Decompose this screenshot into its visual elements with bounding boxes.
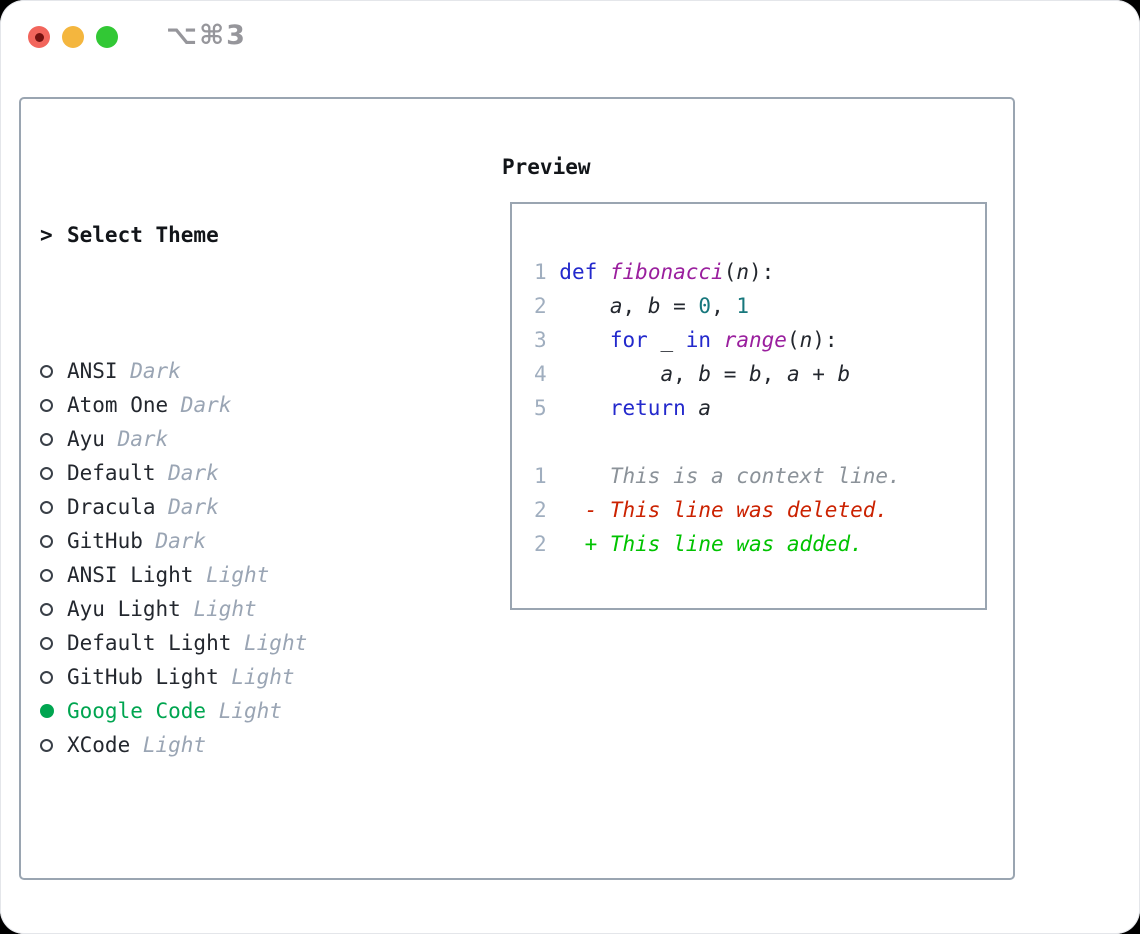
theme-variant: Light — [130, 733, 207, 757]
theme-name: GitHub — [67, 529, 143, 553]
code-line — [534, 425, 901, 459]
radio-icon — [40, 534, 67, 548]
theme-name: Google Code — [67, 699, 207, 723]
theme-name: Ayu — [67, 427, 105, 451]
line-number: 1 — [534, 260, 560, 284]
theme-item[interactable]: Google Code Light — [40, 694, 394, 728]
line-number: 3 — [534, 328, 560, 352]
theme-item[interactable]: XCode Light — [40, 728, 394, 762]
theme-variant: Dark — [155, 495, 219, 519]
theme-variant: Light — [193, 563, 270, 587]
theme-variant: Dark — [104, 427, 169, 451]
line-number: 2 — [534, 498, 560, 522]
theme-variant: Dark — [155, 461, 219, 485]
line-number: 2 — [534, 532, 560, 556]
theme-name: ANSI — [67, 359, 118, 383]
radio-icon — [40, 500, 67, 514]
theme-name: Ayu Light — [67, 597, 181, 621]
theme-variant: Dark — [168, 393, 232, 417]
radio-icon — [40, 398, 67, 412]
theme-item[interactable]: GitHub Dark — [40, 524, 394, 558]
theme-name: XCode — [67, 733, 131, 757]
theme-item[interactable]: Ayu Light Light — [40, 592, 394, 626]
theme-item[interactable]: Default Dark — [40, 456, 394, 490]
theme-item[interactable]: ANSI Light Light — [40, 558, 394, 592]
radio-icon — [40, 636, 67, 650]
preview-pane: 1 def fibonacci(n): 2 a, b = 0, 1 3 for _ … — [510, 202, 987, 610]
select-theme-title: Select Theme — [67, 223, 219, 247]
preview-code: 1 def fibonacci(n): 2 a, b = 0, 1 3 for _ … — [534, 255, 901, 561]
theme-item[interactable]: ANSI Dark — [40, 354, 394, 388]
code-line: 2 - This line was deleted. — [534, 498, 889, 522]
radio-icon — [40, 364, 67, 378]
theme-item[interactable]: Atom One Dark — [40, 388, 394, 422]
spacer — [40, 864, 394, 898]
theme-item[interactable]: Ayu Dark — [40, 422, 394, 456]
selected-radio-icon — [40, 704, 67, 718]
window-controls — [28, 26, 118, 48]
close-button[interactable] — [28, 26, 50, 48]
theme-name: Default — [67, 461, 156, 485]
line-number: 4 — [534, 362, 560, 386]
code-line: 1 This is a context line. — [534, 464, 901, 488]
radio-icon — [40, 466, 67, 480]
radio-icon — [40, 432, 67, 446]
code-line: 4 a, b = b, a + b — [534, 362, 851, 386]
line-number: 1 — [534, 464, 560, 488]
preview-column: Preview 1 def fibonacci(n): 2 a, b = 0, 1… — [502, 150, 987, 610]
theme-name: ANSI Light — [67, 563, 194, 587]
theme-name: Atom One — [67, 393, 169, 417]
close-dot-icon — [34, 32, 44, 42]
theme-variant: Light — [180, 597, 257, 621]
line-number: 2 — [534, 294, 560, 318]
theme-name: Dracula — [67, 495, 156, 519]
theme-variant: Light — [218, 665, 295, 689]
code-line: 5 return a — [534, 396, 712, 420]
theme-name: GitHub Light — [67, 665, 219, 689]
theme-item[interactable]: GitHub Light Light — [40, 660, 394, 694]
preview-title: Preview — [502, 155, 591, 179]
select-theme-header: > Select Theme — [40, 218, 394, 252]
window-title: ⌥⌘3 — [166, 20, 247, 51]
theme-variant: Dark — [142, 529, 207, 553]
radio-icon — [40, 568, 67, 582]
radio-icon — [40, 670, 67, 684]
code-line: 1 def fibonacci(n): — [534, 260, 775, 284]
minimize-button[interactable] — [62, 26, 84, 48]
line-number: 5 — [534, 396, 560, 420]
theme-item[interactable]: Dracula Dark — [40, 490, 394, 524]
theme-name: Default Light — [67, 631, 232, 655]
theme-item[interactable]: Default Light Light — [40, 626, 394, 660]
radio-icon — [40, 738, 67, 752]
code-line: 3 for _ in range(n): — [534, 328, 838, 352]
code-line: 2 + This line was added. — [534, 532, 863, 556]
theme-variant: Light — [231, 631, 308, 655]
prompt-caret-icon: > — [40, 223, 53, 247]
code-line: 2 a, b = 0, 1 — [534, 294, 750, 318]
radio-icon — [40, 602, 67, 616]
theme-variant: Light — [206, 699, 282, 723]
line-number — [534, 430, 547, 454]
theme-variant: Dark — [117, 359, 181, 383]
zoom-button[interactable] — [96, 26, 118, 48]
